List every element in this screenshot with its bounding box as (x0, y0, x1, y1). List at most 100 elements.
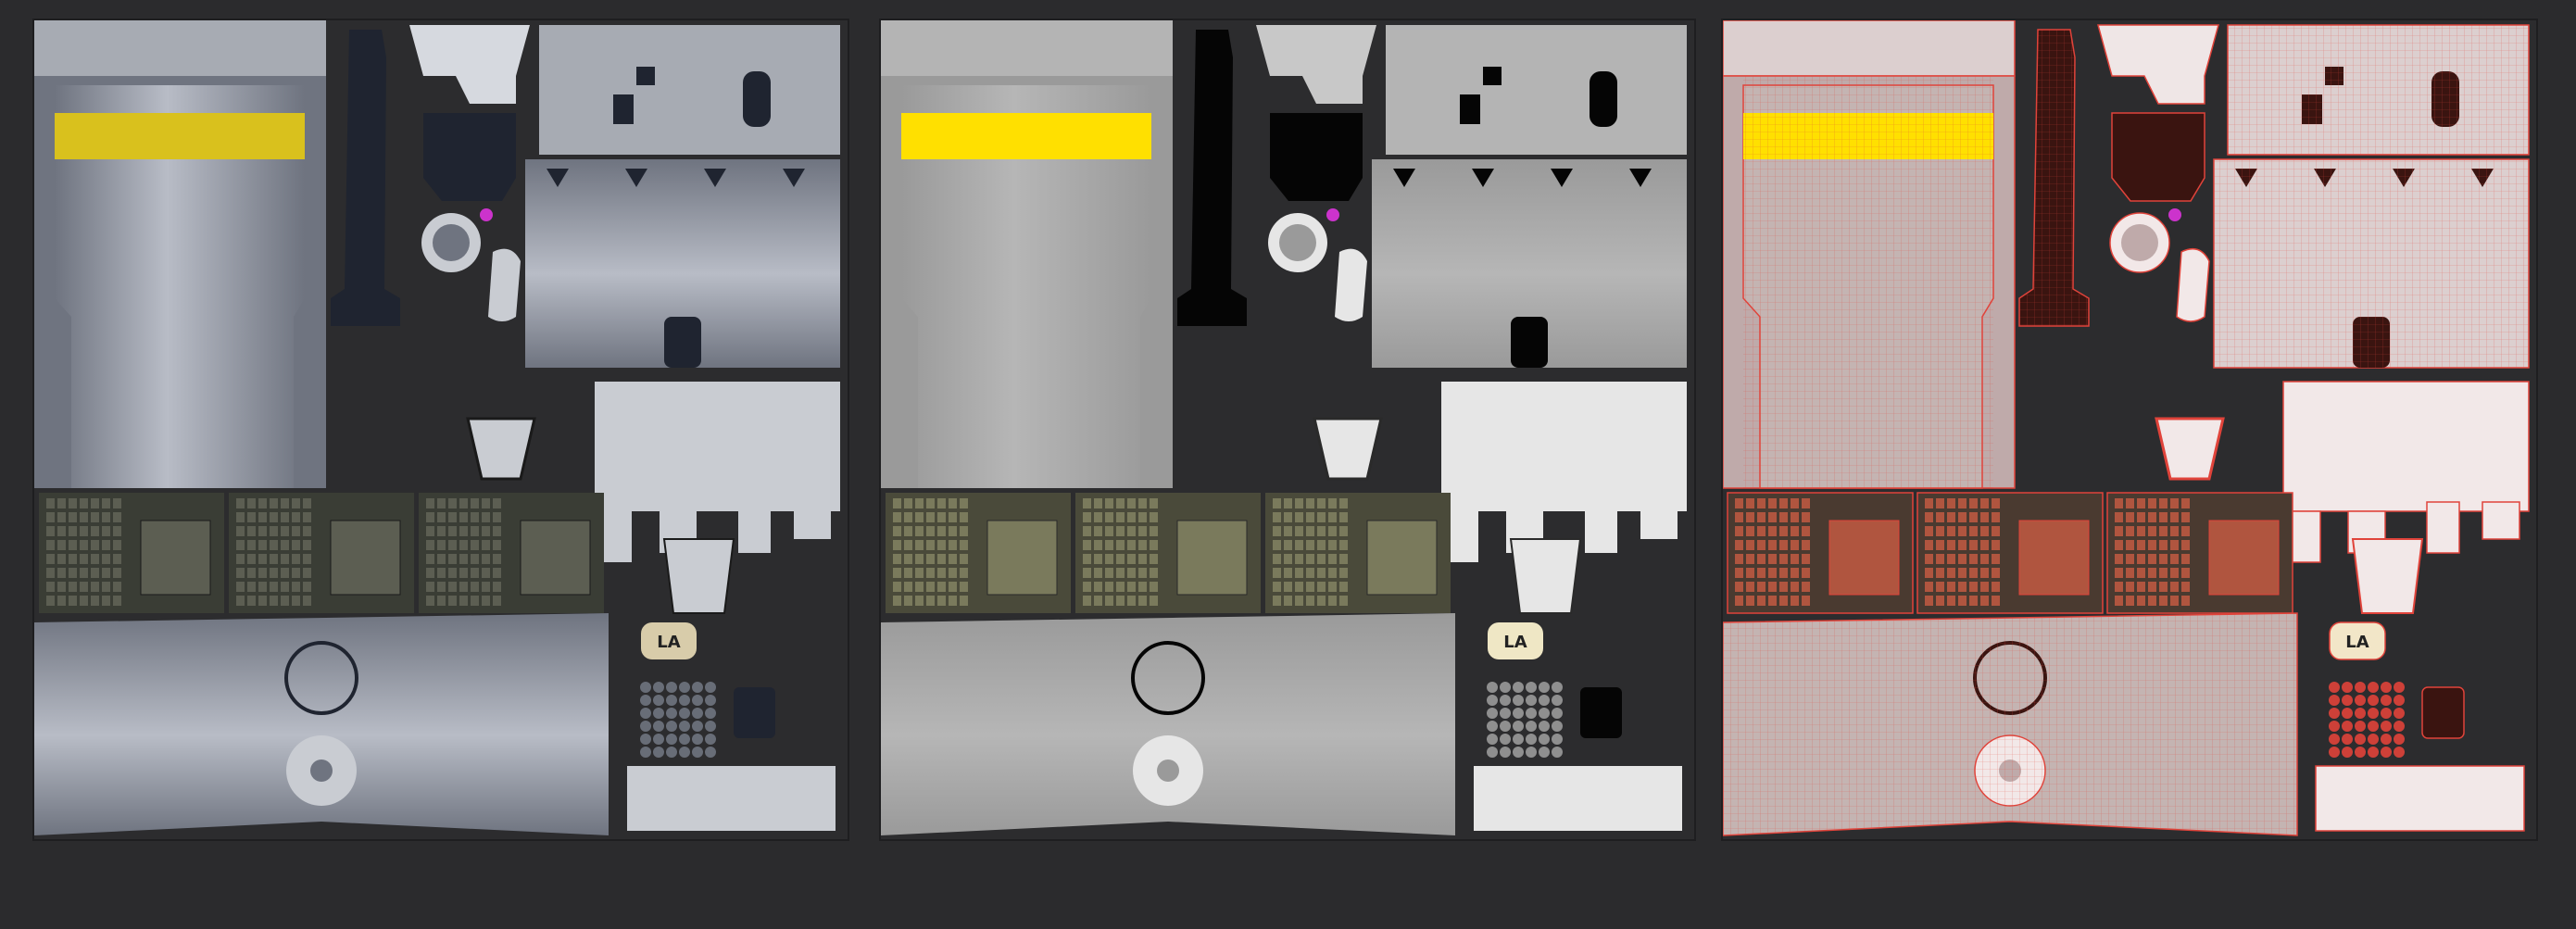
notch-3 (1629, 169, 1652, 187)
speaker-cone (2121, 224, 2158, 261)
grid-cell (1295, 526, 1303, 536)
grid-cell (1150, 540, 1158, 550)
grid-cell (247, 498, 256, 508)
grid-cell (960, 526, 968, 536)
grid-cell (80, 596, 88, 606)
grid-cell (80, 582, 88, 592)
grid-cell (57, 582, 66, 592)
grid-cell (1116, 582, 1125, 592)
grid-cell (1969, 512, 1978, 522)
grid-cell (2181, 526, 2190, 536)
bracket-top (1256, 25, 1376, 104)
bottom-right-plate (627, 766, 836, 831)
grid-cell (2148, 526, 2156, 536)
grid-cell (1980, 582, 1989, 592)
mid-plate-cutout (1511, 317, 1548, 368)
small-ring (1513, 695, 1524, 706)
grid-cell (1317, 554, 1326, 564)
box-part (2421, 686, 2465, 739)
grid-cell (1969, 596, 1978, 606)
grid-cell (46, 526, 55, 536)
grid-cell (1735, 554, 1743, 564)
small-ring (692, 708, 703, 719)
small-ring (1526, 747, 1537, 758)
grid-cell (46, 512, 55, 522)
grid-cell (69, 554, 77, 564)
grid-cell (937, 512, 946, 522)
grid-cell (1317, 568, 1326, 578)
grid-cell (2126, 582, 2134, 592)
grid-cell (893, 596, 901, 606)
grid-cell (2137, 568, 2145, 578)
handle-piece (331, 30, 400, 326)
bracket-top (409, 25, 530, 104)
grid-cell (1936, 596, 1944, 606)
grid-cell (281, 540, 289, 550)
grid-cell (1083, 582, 1091, 592)
grid-cell (1339, 526, 1348, 536)
grid-cell (113, 540, 121, 550)
grid-cell (1969, 554, 1978, 564)
grid-cell (2137, 554, 2145, 564)
grid-cell (303, 582, 311, 592)
small-ring (1487, 695, 1498, 706)
grid-cell (1328, 568, 1337, 578)
small-ring (1526, 721, 1537, 732)
grid-cell (448, 568, 457, 578)
grid-cell (1779, 568, 1788, 578)
grid-cell (1925, 582, 1933, 592)
grid-cell (1150, 498, 1158, 508)
grid-cell (1779, 554, 1788, 564)
small-ring (1513, 734, 1524, 745)
small-ring (2355, 721, 2366, 732)
small-ring (2381, 721, 2392, 732)
grid-cell (926, 540, 935, 550)
small-ring (1513, 708, 1524, 719)
grid-cell (1992, 568, 2000, 578)
grid-cell (2181, 512, 2190, 522)
grid-cell (1802, 596, 1810, 606)
grid-cell (1768, 568, 1777, 578)
grid-cell (46, 554, 55, 564)
grid-cell (949, 554, 957, 564)
grid-cell (1969, 526, 1978, 536)
small-ring (653, 708, 664, 719)
notch-2 (704, 169, 726, 187)
grid-cell (1925, 498, 1933, 508)
small-ring (2368, 695, 2379, 706)
lower-triangle (2351, 538, 2424, 614)
grid-cell (1947, 512, 1955, 522)
grid-cell (1138, 512, 1147, 522)
grid-cell (1273, 554, 1281, 564)
grid-cell (91, 596, 99, 606)
grid-cell (1958, 526, 1967, 536)
grid-cell (1094, 554, 1102, 564)
grid-cell (1779, 596, 1788, 606)
small-ring (2329, 682, 2340, 693)
small-ring (1487, 708, 1498, 719)
grid-cell (459, 568, 468, 578)
grid-cell (904, 498, 912, 508)
grid-cell (80, 498, 88, 508)
grid-cell (893, 540, 901, 550)
grid-cell (57, 540, 66, 550)
grid-cell (1992, 554, 2000, 564)
grid-cell (471, 540, 479, 550)
grid-cell (937, 540, 946, 550)
grid-cell (281, 554, 289, 564)
grid-cell (960, 540, 968, 550)
small-ring (2329, 721, 2340, 732)
grid-cell (1083, 554, 1091, 564)
grid-cell (493, 596, 501, 606)
grid-cell (493, 582, 501, 592)
top-cover-strip (34, 20, 326, 76)
bottom-ring (1131, 641, 1205, 715)
grid-cell (915, 526, 924, 536)
grid-cell (281, 568, 289, 578)
grid-cell (482, 596, 490, 606)
grid-cell (937, 596, 946, 606)
small-ring (2381, 708, 2392, 719)
grid-cell (1947, 568, 1955, 578)
grid-cell (2159, 554, 2168, 564)
grid-cell (1947, 582, 1955, 592)
